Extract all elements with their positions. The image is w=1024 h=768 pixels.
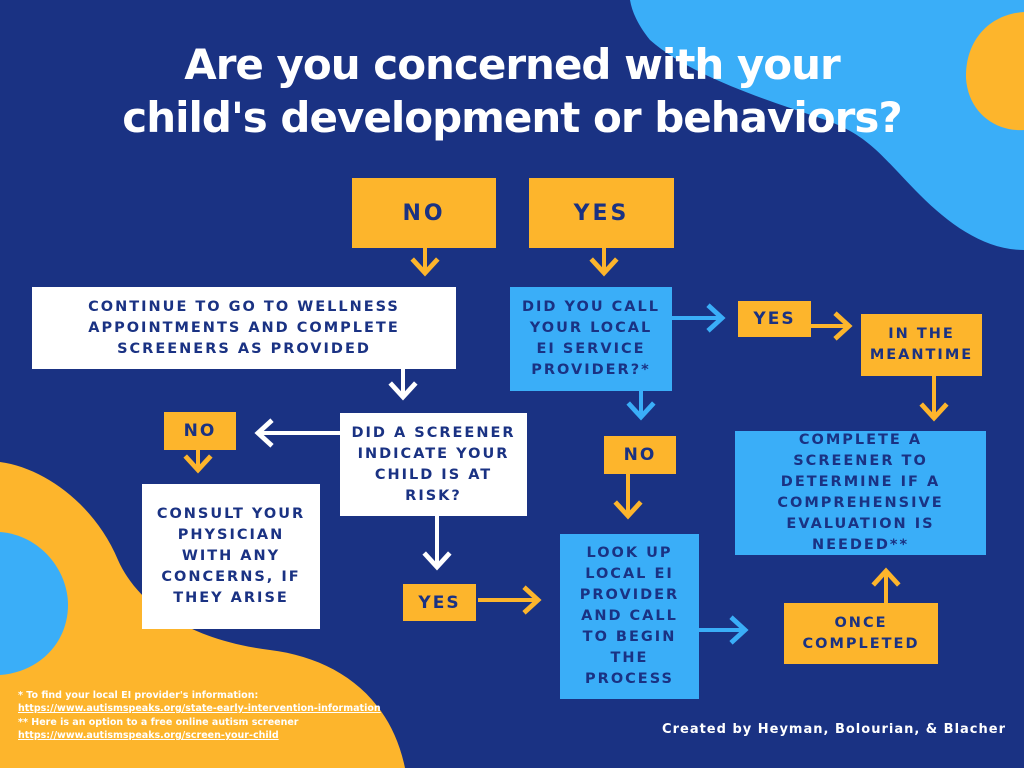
footnote-1: * To find your local EI provider's infor… [18,690,259,701]
footnote-link-1-wrap: https://www.autismspeaks.org/state-early… [18,703,381,715]
footnote-link-2[interactable]: https://www.autismspeaks.org/screen-your… [18,730,279,741]
node-meantime: IN THE MEANTIME [861,314,982,376]
node-did-call: DID YOU CALL YOUR LOCAL EI SERVICE PROVI… [510,287,672,391]
footnote-link-1[interactable]: https://www.autismspeaks.org/state-early… [18,703,381,714]
node-no-screener: NO [164,412,236,450]
node-once-completed: ONCE COMPLETED [784,603,938,664]
title-line-1: Are you concerned with your [184,40,841,89]
node-yes-call: YES [738,301,811,337]
node-screener-question: DID A SCREENER INDICATE YOUR CHILD IS AT… [340,413,527,516]
bottom-left-blue-blob [0,532,68,675]
node-no-top: NO [352,178,496,248]
node-lookup-provider: LOOK UP LOCAL EI PROVIDER AND CALL TO BE… [560,534,699,699]
node-wellness: CONTINUE TO GO TO WELLNESS APPOINTMENTS … [32,287,456,369]
top-right-blue-blob [630,0,1024,250]
node-complete-screener: COMPLETE A SCREENER TO DETERMINE IF A CO… [735,431,986,555]
node-no-call: NO [604,436,676,474]
bottom-left-orange-blob [0,462,405,768]
node-yes-top: YES [529,178,674,248]
node-yes-screener: YES [403,584,476,621]
node-consult-physician: CONSULT YOUR PHYSICIAN WITH ANY CONCERNS… [142,484,320,629]
footnote-link-2-wrap: https://www.autismspeaks.org/screen-your… [18,730,279,742]
credit-line: Created by Heyman, Bolourian, & Blacher [662,722,1006,737]
top-right-orange-blob [965,12,1024,131]
title-line-2: child's development or behaviors? [122,93,902,142]
footnote-2: ** Here is an option to a free online au… [18,717,299,728]
